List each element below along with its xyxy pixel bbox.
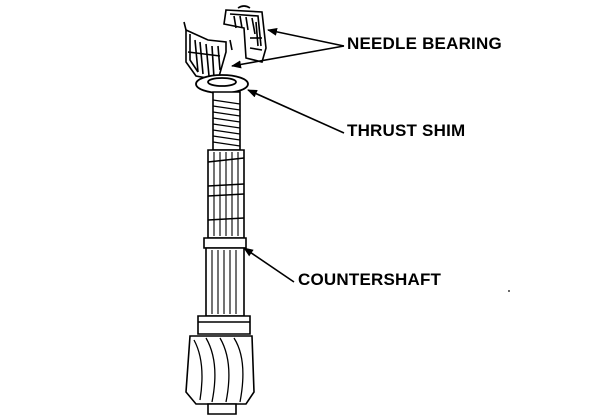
needle-bearing-left-half: [183, 21, 233, 81]
leader-arrows: [231, 27, 345, 283]
needle-bearing-right-half: [223, 5, 267, 63]
arrow-needle-bearing-upper: [267, 27, 345, 47]
needle-bearing-label: NEEDLE BEARING: [347, 34, 502, 53]
countershaft-label: COUNTERSHAFT: [298, 270, 442, 289]
thrust-shim-label: THRUST SHIM: [347, 121, 466, 140]
arrow-needle-bearing-lower: [231, 45, 345, 69]
arrow-thrust-shim: [247, 89, 345, 134]
arrow-countershaft: [243, 247, 295, 283]
thrust-shim: [195, 74, 249, 94]
countershaft: [185, 91, 255, 415]
